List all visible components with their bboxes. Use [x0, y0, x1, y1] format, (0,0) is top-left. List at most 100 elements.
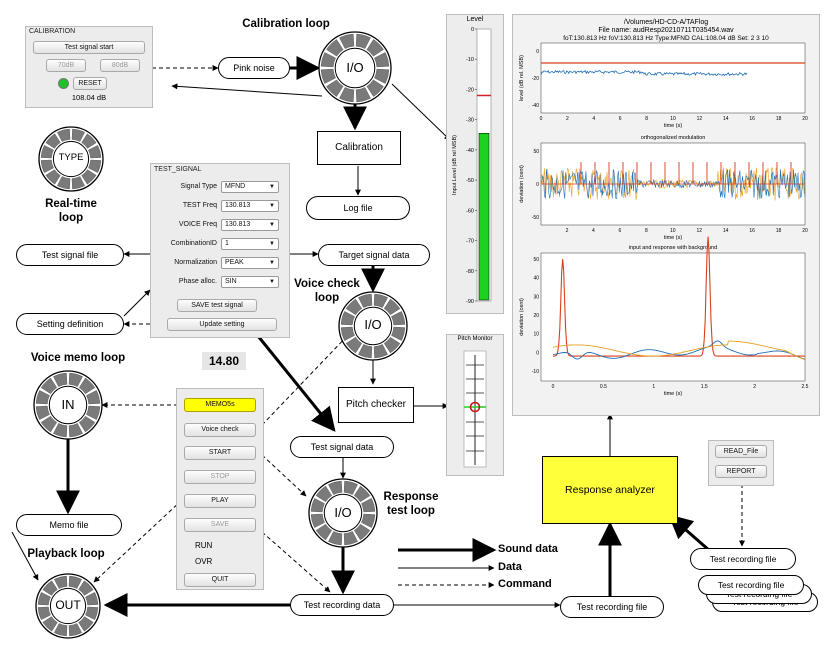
response-plot-ytick: 20 — [533, 313, 539, 319]
chevron-down-icon: ▼ — [269, 241, 275, 247]
quit-button[interactable]: QUIT — [184, 573, 256, 587]
setting-label: TEST Freq — [182, 202, 217, 209]
voice-check-loop-heading-line1: Voice check — [294, 278, 360, 290]
out-ring-label: OUT — [55, 598, 81, 612]
chevron-down-icon: ▼ — [269, 203, 275, 209]
save-test-signal-button[interactable]: SAVE test signal — [177, 299, 257, 312]
test-signal-panel-title: TEST_SIGNAL — [154, 166, 202, 173]
legend-sound-data: Sound data — [498, 543, 558, 555]
modulation-plot-xlabel: time (s) — [664, 235, 683, 241]
play-button[interactable]: PLAY — [184, 494, 256, 508]
calibration-node: Calibration — [317, 131, 401, 165]
response-plot-ytick: 10 — [533, 332, 539, 338]
test-signal-start-button[interactable]: Test signal start — [33, 41, 145, 54]
voice-check-io-label: I/O — [364, 317, 382, 332]
setting-select-value: 130.813 — [225, 202, 251, 209]
response-plot-ytick: 40 — [533, 276, 539, 282]
modulation-plot-xtick: 12 — [696, 228, 702, 234]
pitch-checker-node: Pitch checker — [338, 387, 414, 423]
pitch-monitor-panel: Pitch Monitor — [446, 334, 504, 476]
legend-command: Command — [498, 578, 552, 590]
realtime-loop-heading-line2: loop — [58, 212, 84, 224]
target-signal-data-node: Target signal data — [318, 244, 430, 266]
setting-select[interactable]: MFND▼ — [221, 181, 279, 193]
level-plot-xtick: 4 — [592, 116, 595, 122]
analysis-filename: File name: audResp20210711T035454.wav — [598, 27, 734, 34]
modulation-plot-ytick: 50 — [533, 149, 539, 155]
start-button[interactable]: START — [184, 446, 256, 460]
setting-label: Normalization — [174, 259, 217, 266]
reset-button[interactable]: RESET — [73, 77, 107, 90]
playback-loop-heading: Playback loop — [27, 548, 105, 560]
memo-button[interactable]: MEMO5s — [184, 398, 256, 412]
update-setting-button[interactable]: Update setting — [167, 318, 277, 331]
setting-select[interactable]: 130.813▼ — [221, 219, 279, 231]
response-plot-xlabel: time (s) — [664, 391, 683, 397]
chevron-down-icon: ▼ — [269, 184, 275, 190]
level-plot-ytick: -20 — [532, 76, 539, 82]
response-plot-background — [552, 340, 806, 361]
calibration-value: 108.04 dB — [71, 93, 107, 102]
setting-select-value: SIN — [225, 278, 237, 285]
calibration-panel-title: CALIBRATION — [29, 28, 76, 35]
response-plot-ytick: 30 — [533, 294, 539, 300]
response-plot-xtick: 0.5 — [600, 384, 607, 390]
legend-data: Data — [498, 561, 522, 573]
analysis-figure: /Volumes/HD-CD-A/TAFlog File name: audRe… — [512, 14, 820, 416]
pink-noise-node: Pink noise — [218, 57, 290, 79]
setting-label: Phase alloc. — [178, 278, 217, 285]
pitch-indicator — [469, 401, 481, 413]
realtime-loop-heading-line1: Real-time — [45, 198, 97, 210]
level-tick-label: -30 — [466, 118, 474, 124]
response-plot-ytick: -10 — [532, 369, 539, 375]
ovr-indicator: OVR — [195, 557, 213, 566]
70db-button[interactable]: 70dB — [46, 59, 86, 72]
voice-check-button[interactable]: Voice check — [184, 423, 256, 437]
level-tick-label: -60 — [466, 208, 474, 214]
calibration-io-label: I/O — [346, 60, 364, 75]
analysis-params: foT:130.813 Hz foV:130.813 Hz Type:MFND … — [563, 35, 769, 42]
pitch-monitor-title: Pitch Monitor — [457, 336, 493, 342]
response-test-loop-heading-line2: test loop — [387, 505, 435, 517]
level-plot-xlabel: time (s) — [664, 123, 683, 129]
voice-check-loop-heading-line2: loop — [314, 292, 340, 304]
memo-file-node: Memo file — [16, 514, 122, 536]
setting-select[interactable]: 130.813 ▼ — [221, 200, 279, 212]
type-ring — [38, 126, 104, 192]
level-plot-xtick: 14 — [723, 116, 729, 122]
response-plot-ylabel: deviation (cent) — [519, 298, 525, 336]
voice-memo-loop-heading: Voice memo loop — [30, 352, 126, 364]
modulation-plot-ytick: -50 — [532, 215, 539, 221]
save-button[interactable]: SAVE — [184, 518, 256, 532]
in-ring-label: IN — [61, 397, 75, 412]
response-plot-xtick: 1.5 — [701, 384, 708, 390]
modulation-plot-xtick: 4 — [592, 228, 595, 234]
response-plot-axes — [540, 252, 806, 382]
level-tick-label: 0 — [471, 27, 474, 33]
level-plot-ytick: -40 — [532, 103, 539, 109]
level-plot-xtick: 6 — [619, 116, 622, 122]
modulation-plot-xtick: 2 — [566, 228, 569, 234]
log-file-node: Log file — [306, 196, 410, 220]
modulation-plot-ytick: 0 — [536, 182, 539, 188]
level-tick-label: -70 — [466, 239, 474, 245]
setting-select-value: 130.813 — [225, 221, 251, 228]
setting-label: VOICE Freq — [178, 221, 217, 228]
response-plot-response — [552, 340, 806, 360]
level-plot-xtick: 2 — [566, 116, 569, 122]
report-button[interactable]: REPORT — [715, 465, 767, 478]
level-tick-label: -80 — [466, 269, 474, 275]
level-tick-label: -40 — [466, 148, 474, 154]
setting-select[interactable]: PEAK▼ — [221, 257, 279, 269]
modulation-plot-xtick: 14 — [723, 228, 729, 234]
read-file-button[interactable]: READ_File — [715, 445, 767, 458]
stop-button[interactable]: STOP — [184, 470, 256, 484]
calibration-loop-heading: Calibration loop — [242, 18, 330, 30]
80db-button[interactable]: 80dB — [100, 59, 140, 72]
setting-select[interactable]: 1▼ — [221, 238, 279, 250]
level-plot-xtick: 8 — [645, 116, 648, 122]
setting-select[interactable]: SIN▼ — [221, 276, 279, 288]
